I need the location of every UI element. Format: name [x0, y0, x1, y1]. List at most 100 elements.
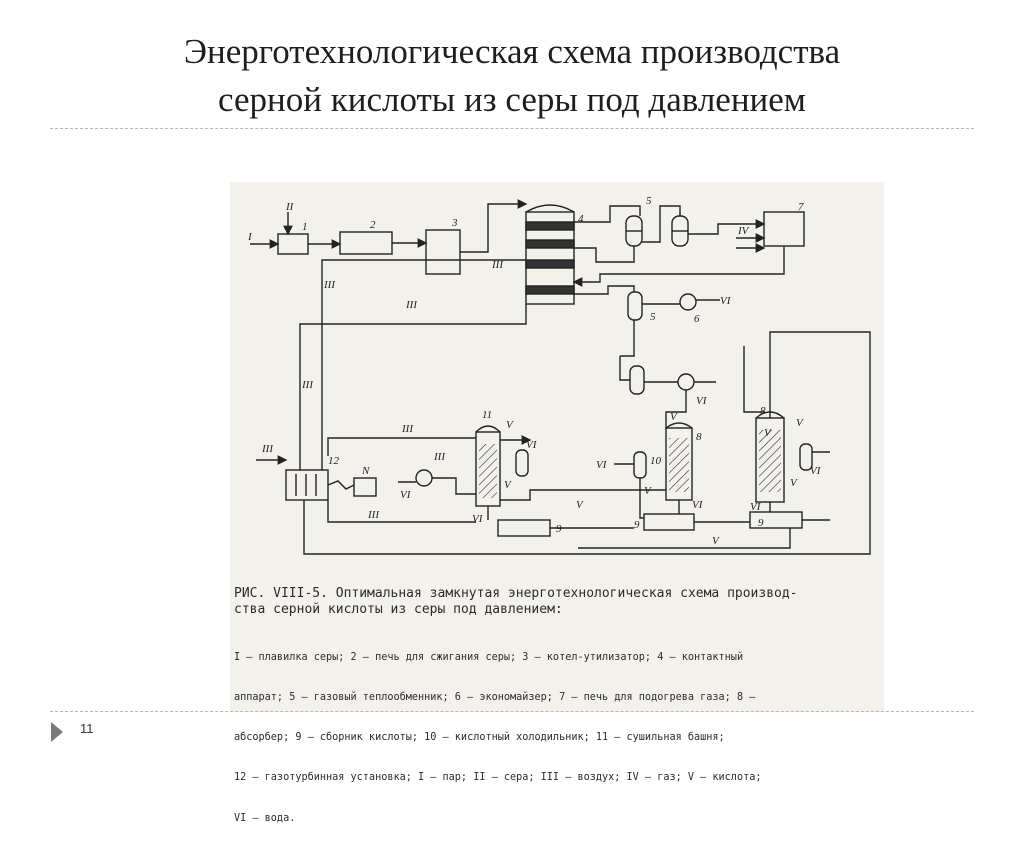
legend-line: 12 — газотурбинная установка; I — пар; I…: [234, 772, 762, 784]
label-stream-II: II: [285, 201, 295, 213]
label-unit-4: 4: [578, 213, 584, 225]
title-line-2: серной кислоты из серы под давлением: [218, 80, 806, 119]
acid-cooler-left: [515, 449, 529, 477]
label-stream-III-h: III: [367, 509, 380, 521]
label-stream-VI-d: VI: [400, 489, 412, 501]
line-4-to-5-lower: [574, 246, 635, 263]
line-4-to-5: [574, 205, 641, 223]
unit-2-sulfur-furnace: [339, 231, 393, 255]
unit-3-waste-heat-boiler: [425, 229, 461, 275]
label-unit-12: 12: [328, 455, 340, 467]
catalyst-bed-3: [525, 259, 575, 269]
legend-line: абсорбер; 9 — сборник кислоты; 10 — кисл…: [234, 732, 725, 744]
catalyst-bed-1: [525, 221, 575, 231]
unit-4-dome: [525, 204, 575, 213]
caption-title-continued: ства серной кислоты из серы под давление…: [234, 602, 563, 617]
label-stream-III-d: III: [301, 379, 314, 391]
process-flow-diagram: 1 2 3 4 5 5 6 7 8 8 9 9 9 10 11 12 N I I…: [247, 195, 871, 555]
legend-line: аппарат; 5 — газовый теплообменник; 6 — …: [234, 692, 756, 704]
unit-9-acid-collector-b: [643, 513, 695, 531]
label-stream-VI-b: VI: [696, 395, 708, 407]
unit-12-gas-turbine: [285, 469, 329, 501]
label-stream-I: I: [247, 231, 253, 243]
economizer-mid: [677, 373, 695, 391]
label-unit-8b: 8: [760, 405, 766, 417]
label-stream-V-a: V: [506, 419, 514, 431]
label-stream-IV: IV: [737, 225, 750, 237]
label-stream-III-c: III: [405, 299, 418, 311]
line-econ-to-absorber: [665, 390, 687, 428]
air-heater-circle: [415, 469, 433, 487]
catalyst-bed-4: [525, 285, 575, 295]
label-unit-5b: 5: [650, 311, 656, 323]
unit-6-economizer: [679, 293, 697, 311]
label-stream-VI-c: VI: [596, 459, 608, 471]
label-unit-5a: 5: [646, 195, 652, 207]
label-unit-6: 6: [694, 313, 700, 325]
unit-5-heat-exchanger-c: [627, 291, 643, 321]
line-11-to-8a: [500, 489, 666, 501]
page-number: 11: [80, 721, 94, 736]
title-line-1: Энерготехнологическая схема производства: [183, 32, 841, 71]
line-to-mid-hx: [619, 356, 630, 381]
line-5c-down: [620, 320, 635, 357]
label-unit-N: N: [361, 465, 370, 477]
unit-9-acid-collector-a: [497, 519, 551, 537]
label-stream-III-a: III: [491, 259, 504, 271]
label-unit-7: 7: [798, 201, 804, 213]
return-gas-loop: [303, 331, 871, 555]
label-stream-III-g: III: [433, 451, 446, 463]
label-stream-V-i: V: [764, 427, 772, 439]
label-unit-2: 2: [370, 219, 376, 231]
label-stream-VI-h: VI: [750, 501, 762, 513]
label-stream-III-f: III: [261, 443, 274, 455]
line-4-to-5c: [574, 285, 635, 295]
legend-line: VI — вода.: [234, 812, 296, 824]
stream-V-bottom-line: [578, 528, 791, 549]
label-stream-V-f: V: [796, 417, 804, 429]
label-unit-11: 11: [482, 409, 492, 421]
line-5a-to-5b: [642, 205, 681, 243]
generator-N: [353, 477, 377, 497]
figure-caption: РИС. VIII-5. Оптимальная замкнутая энерг…: [234, 586, 880, 852]
turbine-shaft: [327, 480, 355, 490]
footer-divider: [50, 711, 974, 712]
label-stream-VI-g: VI: [810, 465, 822, 477]
air-line-bottom: [327, 500, 476, 523]
line-air-to-11: [432, 477, 476, 495]
unit-10-acid-cooler: [633, 451, 647, 479]
line-3-to-4: [460, 199, 528, 253]
caption-title: РИС. VIII-5. Оптимальная замкнутая энерг…: [234, 586, 798, 601]
label-unit-9c: 9: [758, 517, 764, 529]
label-stream-III-e: III: [401, 423, 414, 435]
label-unit-1: 1: [302, 221, 308, 233]
line-to-absorber-b: [743, 346, 764, 413]
label-stream-V-c: V: [576, 499, 584, 511]
process-diagram-figure: 1 2 3 4 5 5 6 7 8 8 9 9 9 10 11 12 N I I…: [230, 182, 884, 824]
label-stream-V-e: V: [670, 411, 678, 423]
drying-tower-dome: [475, 425, 501, 433]
caption-legend: I — плавилка серы; 2 — печь для сжигания…: [234, 624, 880, 852]
label-unit-8a: 8: [696, 431, 702, 443]
absorber-b-packing: [759, 430, 781, 492]
line-5-to-7: [688, 219, 766, 235]
label-stream-VI-e: VI: [472, 513, 484, 525]
label-stream-VI-i: VI: [526, 439, 538, 451]
label-stream-VI-f: VI: [692, 499, 704, 511]
label-stream-V-b: V: [504, 479, 512, 491]
line-7-to-4: [572, 246, 785, 287]
air-line-to-4: [321, 259, 526, 470]
slide-title: Энерготехнологическая схема производства…: [0, 28, 1024, 124]
label-unit-9b: 9: [634, 519, 640, 531]
label-unit-10: 10: [650, 455, 662, 467]
unit-7-gas-heater: [763, 211, 805, 247]
absorber-a-dome: [665, 422, 693, 429]
heat-exchanger-mid: [629, 365, 645, 395]
title-divider: [50, 128, 974, 129]
label-stream-VI-a: VI: [720, 295, 732, 307]
air-line-lower: [299, 304, 527, 470]
label-stream-V-g: V: [790, 477, 798, 489]
label-stream-V-h: V: [712, 535, 720, 547]
absorber-a-packing: [669, 438, 689, 492]
unit-4-contact-apparatus: [525, 211, 575, 305]
